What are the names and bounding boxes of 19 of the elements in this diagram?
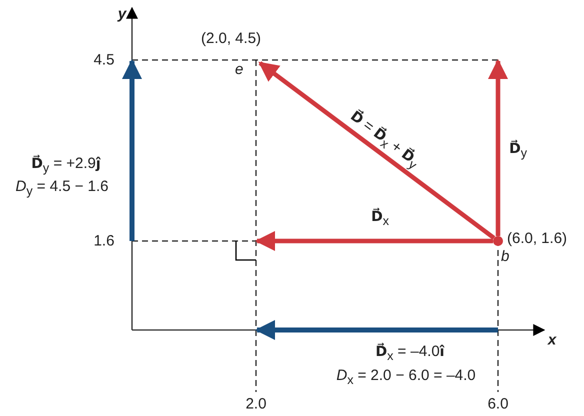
arrow: [258, 61, 496, 240]
tick-label: 1.6: [94, 232, 114, 250]
axis-label: x: [548, 331, 556, 349]
point-label: e: [235, 61, 244, 78]
equation-label: D$_{y}$ = 4.5 − 1.6: [16, 178, 108, 198]
tick-label: 2.0: [246, 395, 266, 413]
tick-label: 4.5: [94, 51, 114, 69]
coordinate-label: (6.0, 1.6): [507, 230, 568, 248]
vector-label: D⃗$_{y}$ = +2.9ĵ: [31, 154, 101, 176]
vector-label: D⃗$_{x}$ = –4.0î: [376, 342, 444, 364]
equation-label: D$_{x}$ = 2.0 − 6.0 = –4.0: [336, 366, 476, 388]
arrow: [488, 59, 508, 236]
point-label: b: [501, 248, 510, 266]
right-angle-mark: [235, 241, 256, 261]
coordinate-label: (2.0, 4.5): [201, 30, 262, 48]
arrow: [255, 231, 493, 251]
axis-label: y: [118, 5, 126, 23]
edge-label: D⃗$_{y}$: [509, 140, 527, 160]
tick-label: 6.0: [488, 395, 508, 413]
